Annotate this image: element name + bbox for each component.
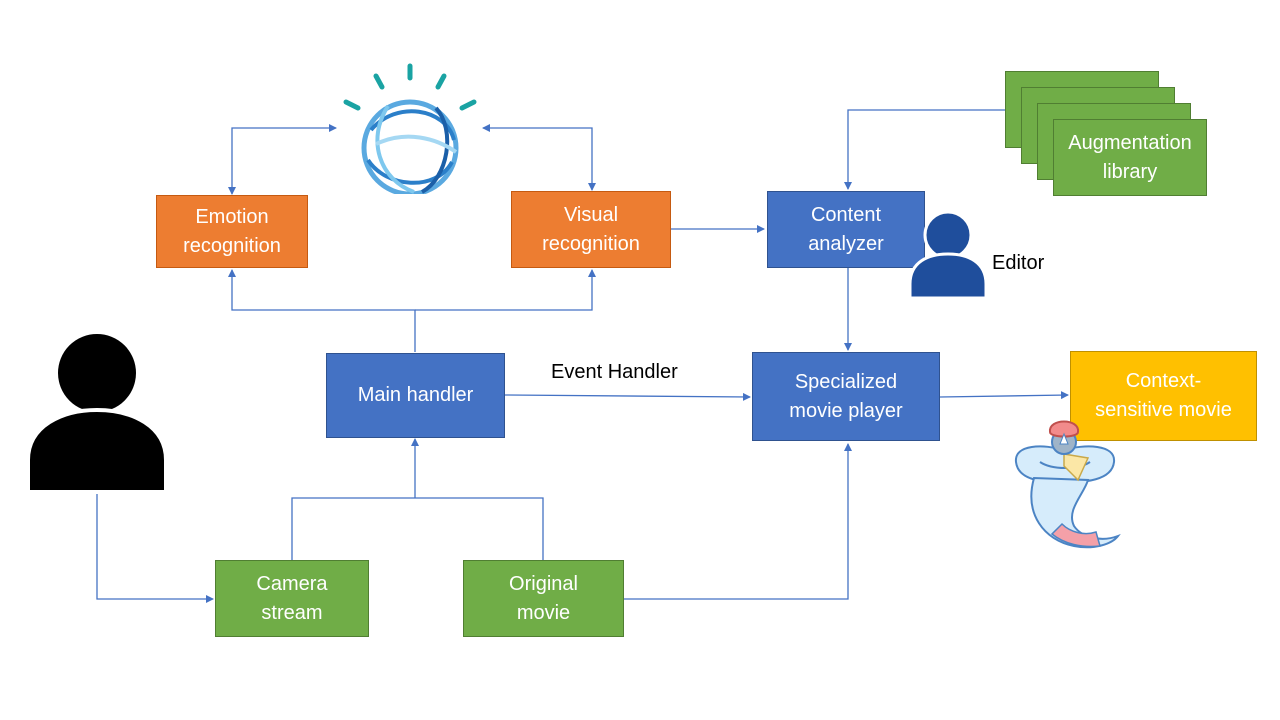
visual-recognition-label: Visual recognition [542,203,640,255]
watson-logo-icon [343,63,477,194]
content-analyzer-box: Content analyzer [767,191,925,268]
editor-user-icon [908,210,988,300]
main-handler-label: Main handler [357,384,474,406]
augmentation-library-box: Augmentation library [1053,119,1207,196]
emotion-recognition-label: Emotion recognition [183,205,281,257]
content-analyzer-label: Content analyzer [808,203,884,255]
main-handler-box: Main handler [326,353,505,438]
context-movie-box: Context- sensitive movie [1070,351,1257,441]
camera-stream-box: Camera stream [215,560,369,637]
augmentation-library-label: Augmentation library [1068,131,1192,183]
context-movie-label: Context- sensitive movie [1095,370,1232,421]
editor-label: Editor [992,252,1045,274]
movie-player-box: Specialized movie player [752,352,940,441]
original-movie-box: Original movie [463,560,624,637]
genie-icon [1014,420,1121,549]
emotion-recognition-box: Emotion recognition [156,195,308,268]
visual-recognition-box: Visual recognition [511,191,671,268]
movie-player-label: Specialized movie player [789,370,903,422]
original-movie-label: Original movie [509,572,578,624]
camera-stream-label: Camera stream [256,572,328,624]
event-handler-label: Event Handler [551,361,678,383]
user-icon [26,330,168,494]
